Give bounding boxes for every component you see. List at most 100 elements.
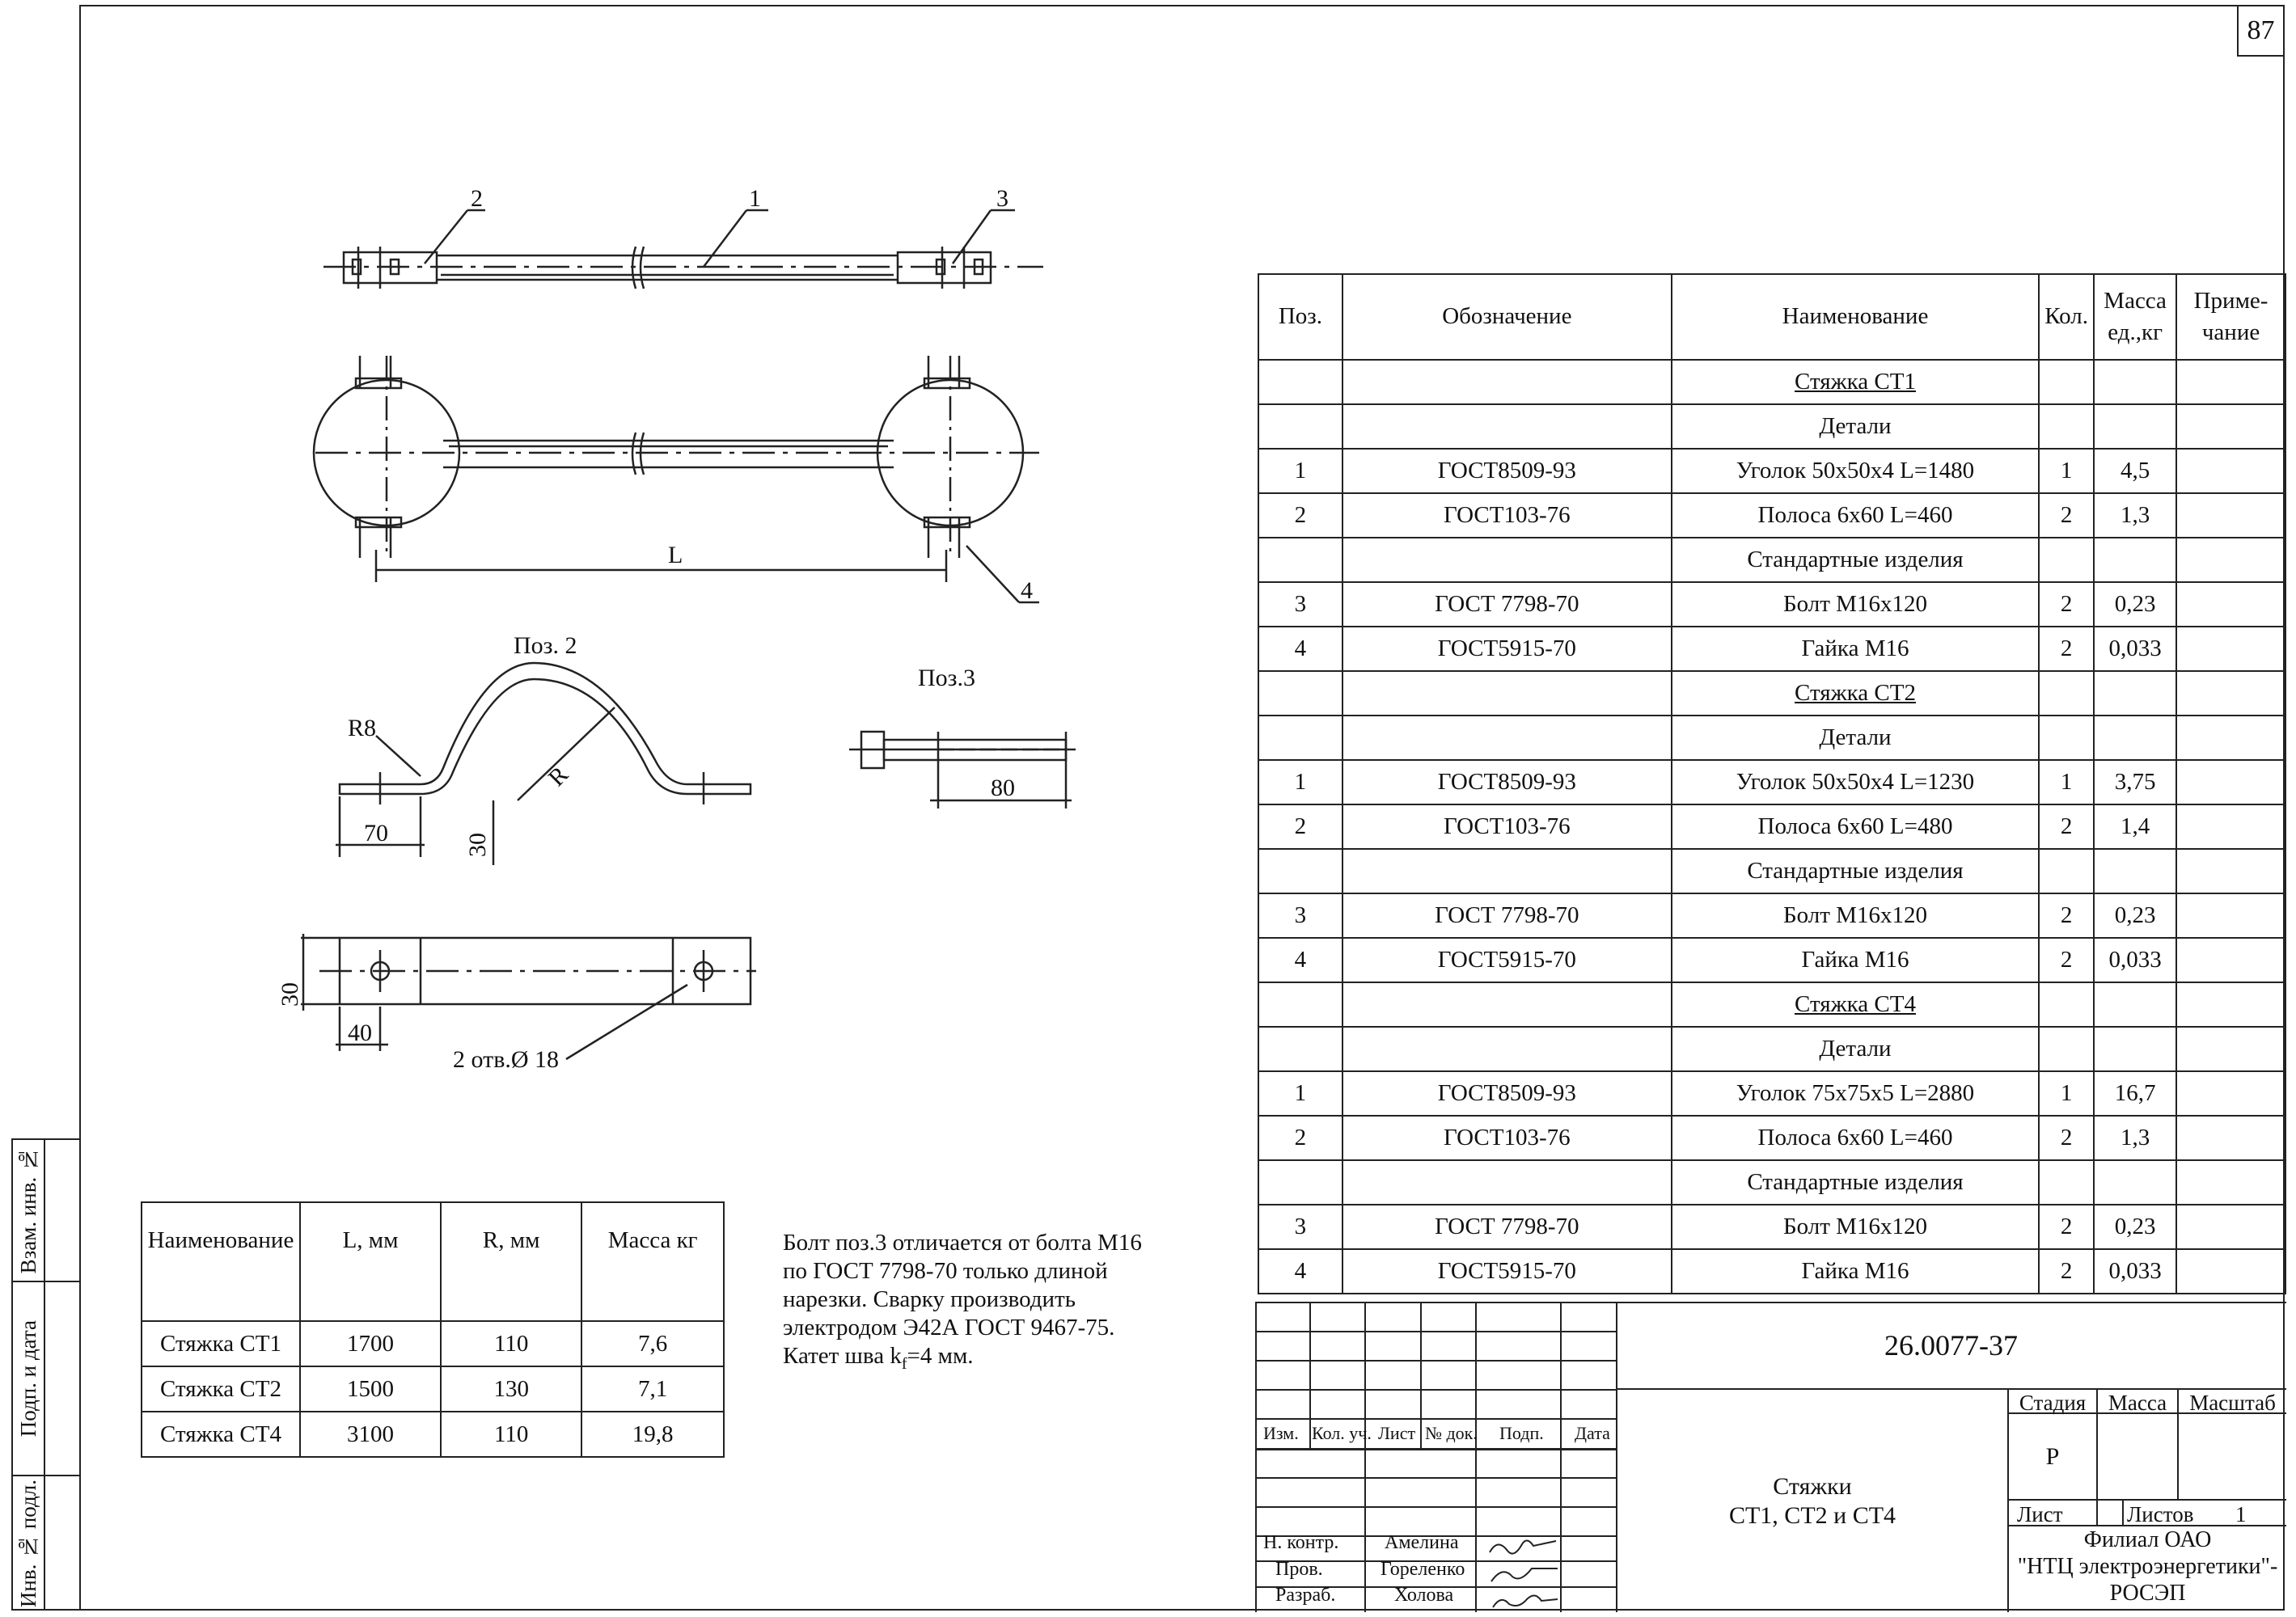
spec-pos-cell: 1 — [1258, 1070, 1343, 1117]
params-cell-r: 130 — [440, 1366, 583, 1412]
spec-name-cell: Полоса 6х60 L=480 — [1670, 804, 2040, 850]
spec-qty-cell — [2038, 848, 2095, 894]
params-cell-r: 110 — [440, 1411, 583, 1458]
spec-mass-cell: 3,75 — [2093, 759, 2178, 805]
spec-row: Стандартные изделия — [1258, 537, 2286, 583]
spec-designation-cell: ГОСТ103-76 — [1341, 1115, 1672, 1161]
tb-role: Н. контр. — [1263, 1532, 1339, 1553]
spec-name-cell: Стяжка СТ4 — [1670, 982, 2040, 1028]
spec-designation-cell — [1341, 670, 1672, 716]
side-stamp-cell: Взам. инв. № — [13, 1140, 79, 1282]
mass-header: Масса — [2108, 1391, 2167, 1415]
tb-col-label: Кол. уч. — [1312, 1423, 1372, 1443]
spec-name-cell: Стандартные изделия — [1670, 848, 2040, 894]
spec-mass-cell — [2093, 670, 2178, 716]
spec-note-cell — [2175, 804, 2286, 850]
spec-name-cell: Стандартные изделия — [1670, 537, 2040, 583]
spec-header-pos: Поз. — [1258, 273, 1343, 361]
parameters-table: Наименование L, мм R, мм Масса кг Стяжка… — [141, 1201, 725, 1458]
spec-pos-cell — [1258, 715, 1343, 761]
org-line: "НТЦ электроэнергетики"- — [2017, 1554, 2278, 1579]
params-cell-l: 1700 — [298, 1320, 442, 1367]
spec-mass-cell: 1,3 — [2093, 1115, 2178, 1161]
dimension-label: 30 — [464, 833, 491, 857]
spec-note-cell — [2175, 759, 2286, 805]
document-number: 26.0077-37 — [1884, 1328, 2018, 1362]
sheet-label: Лист — [2017, 1502, 2063, 1526]
spec-mass-cell — [2093, 537, 2178, 583]
spec-designation-cell: ГОСТ 7798-70 — [1341, 893, 1672, 939]
title-line: Стяжки — [1773, 1472, 1852, 1500]
spec-pos-cell — [1258, 537, 1343, 583]
spec-row: Детали — [1258, 715, 2286, 761]
note-line: нарезки. Сварку производить — [783, 1286, 1076, 1312]
tb-col-label: Подп. — [1499, 1423, 1544, 1443]
spec-mass-cell: 4,5 — [2093, 448, 2178, 494]
spec-qty-cell: 2 — [2038, 1248, 2095, 1294]
spec-note-cell — [2175, 670, 2286, 716]
params-header-l: L, мм — [298, 1201, 442, 1322]
spec-mass-cell: 16,7 — [2093, 1070, 2178, 1117]
spec-mass-cell — [2093, 848, 2178, 894]
spec-qty-cell: 1 — [2038, 448, 2095, 494]
spec-note-cell — [2175, 982, 2286, 1028]
spec-qty-cell — [2038, 359, 2095, 405]
spec-header-row: Поз. Обозначение Наименование Кол. Масса… — [1258, 273, 2286, 361]
spec-pos-cell — [1258, 1026, 1343, 1072]
spec-name-cell: Стяжка СТ2 — [1670, 670, 2040, 716]
spec-name-cell: Гайка М16 — [1670, 1248, 2040, 1294]
spec-qty-cell: 2 — [2038, 1115, 2095, 1161]
spec-qty-cell — [2038, 537, 2095, 583]
document-title: Стяжки СТ1, СТ2 и СТ4 — [1617, 1390, 2007, 1612]
spec-designation-cell: ГОСТ8509-93 — [1341, 1070, 1672, 1117]
params-cell-l: 1500 — [298, 1366, 442, 1412]
holes-label: 2 отв.Ø 18 — [453, 1046, 559, 1073]
tb-col-label: Лист — [1378, 1423, 1416, 1443]
view-title: Поз. 2 — [514, 632, 577, 659]
callout-label: 3 — [996, 185, 1008, 212]
spec-note-cell — [2175, 1248, 2286, 1294]
spec-note-cell — [2175, 448, 2286, 494]
organization: Филиал ОАО "НТЦ электроэнергетики"- РОСЭ… — [2009, 1526, 2286, 1606]
tb-name: Гореленко — [1381, 1559, 1465, 1580]
spec-designation-cell: ГОСТ5915-70 — [1341, 626, 1672, 672]
spec-row: Стяжка СТ1 — [1258, 359, 2286, 405]
spec-mass-cell — [2093, 982, 2178, 1028]
params-cell-l: 3100 — [298, 1411, 442, 1458]
note-line: Болт поз.3 отличается от болта М16 — [783, 1230, 1142, 1256]
spec-name-cell: Стяжка СТ1 — [1670, 359, 2040, 405]
spec-name-cell: Полоса 6х60 L=460 — [1670, 1115, 2040, 1161]
spec-mass-cell: 0,033 — [2093, 937, 2178, 983]
spec-qty-cell: 1 — [2038, 759, 2095, 805]
spec-name-cell: Гайка М16 — [1670, 626, 2040, 672]
spec-header-qty: Кол. — [2038, 273, 2095, 361]
params-header-r: R, мм — [440, 1201, 583, 1322]
spec-note-cell — [2175, 492, 2286, 538]
spec-note-cell — [2175, 715, 2286, 761]
spec-row: Детали — [1258, 403, 2286, 450]
callout-label: 4 — [1021, 577, 1033, 604]
spec-name-cell: Детали — [1670, 1026, 2040, 1072]
params-cell-name: Стяжка СТ2 — [141, 1366, 301, 1412]
note-line: электродом Э42А ГОСТ 9467-75. — [783, 1315, 1115, 1340]
note-line: по ГОСТ 7798-70 только длиной — [783, 1258, 1108, 1284]
org-line: РОСЭП — [2109, 1581, 2186, 1606]
scale-header: Масштаб — [2189, 1391, 2276, 1415]
spec-name-cell: Уголок 75х75х5 L=2880 — [1670, 1070, 2040, 1117]
spec-pos-cell: 1 — [1258, 448, 1343, 494]
tb-name: Холова — [1394, 1585, 1454, 1606]
specification-table: Поз. Обозначение Наименование Кол. Масса… — [1258, 273, 2286, 1294]
spec-mass-cell: 0,23 — [2093, 581, 2178, 627]
spec-qty-cell: 1 — [2038, 1070, 2095, 1117]
spec-qty-cell — [2038, 715, 2095, 761]
tb-role: Разраб. — [1275, 1585, 1336, 1606]
title-block: Изм. Кол. уч. Лист № док. Подп. Дата Н. … — [1255, 1302, 2286, 1612]
